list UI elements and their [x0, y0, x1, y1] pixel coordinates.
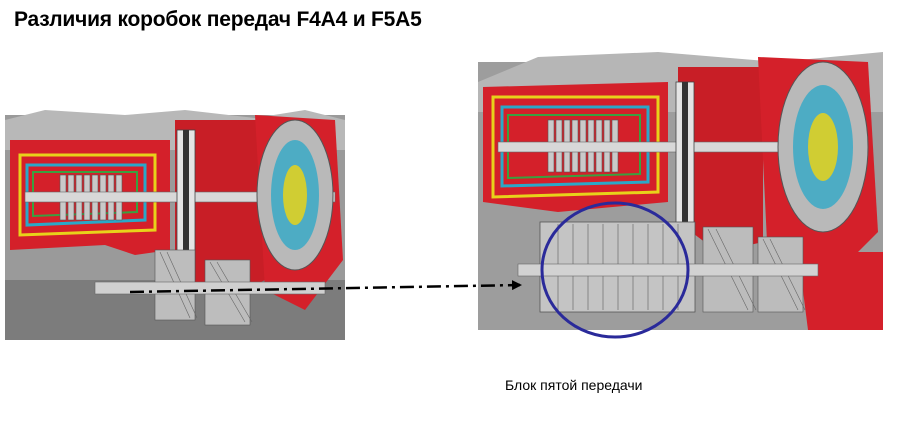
f5a5-cutaway-photo	[478, 52, 888, 330]
fifth-gear-block-caption: Блок пятой передачи	[505, 377, 643, 393]
f4a4-cutaway-photo	[5, 110, 355, 345]
slide-title: Различия коробок передач F4A4 и F5A5	[14, 8, 422, 31]
dash-dot-arrow	[129, 280, 522, 294]
fifth-gear-highlight-circle	[540, 201, 690, 339]
